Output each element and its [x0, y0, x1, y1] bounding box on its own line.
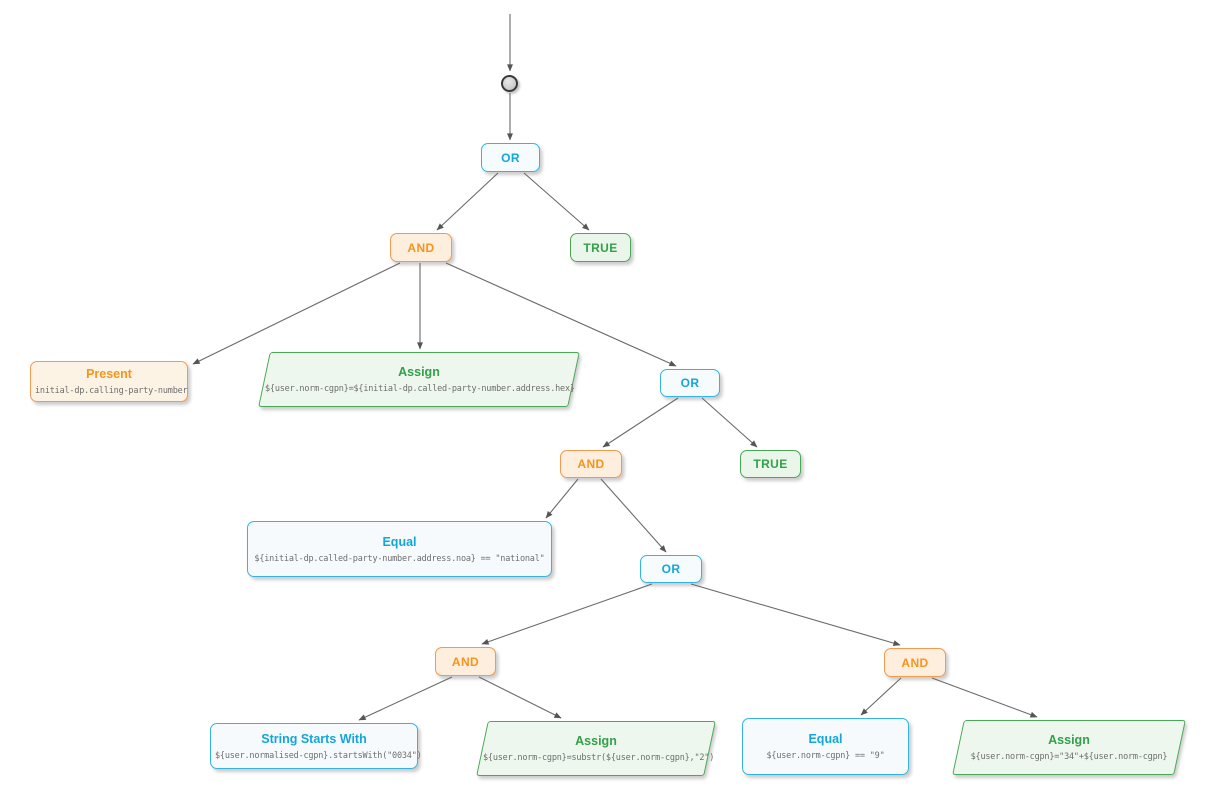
and-operator-node-4[interactable]: AND	[884, 648, 946, 677]
edge-or2-to-and2	[602, 397, 679, 448]
node-label: AND	[407, 240, 435, 255]
or-operator-node-3[interactable]: OR	[640, 555, 702, 583]
edge-and1-to-or2	[445, 262, 677, 367]
edge-or3-to-and4	[690, 583, 901, 647]
node-expression: ${initial-dp.called-party-number.address…	[254, 553, 545, 564]
or-operator-node-1[interactable]: OR	[481, 143, 540, 172]
edge-and1-to-present1	[192, 262, 401, 365]
edge-or2-to-true2	[701, 397, 758, 448]
edge-or3-to-and3	[481, 583, 653, 645]
node-label: OR	[680, 376, 700, 390]
start-node[interactable]	[501, 75, 518, 92]
assign-action-node-3[interactable]: Assign ${user.norm-cgpn}="34"+${user.nor…	[952, 720, 1186, 775]
edge-and2-to-or3	[600, 478, 667, 553]
edge-and3-to-assign2	[478, 676, 562, 719]
edge-or1-to-and1	[436, 172, 499, 231]
true-result-node-1[interactable]: TRUE	[570, 233, 631, 262]
assign-action-node-1[interactable]: Assign ${user.norm-cgpn}=${initial-dp.ca…	[258, 352, 580, 407]
node-expression: ${user.norm-cgpn}=substr(${user.norm-cgp…	[483, 753, 715, 763]
string-starts-with-condition-node[interactable]: String Starts With ${user.normalised-cgp…	[210, 723, 422, 769]
node-label: AND	[901, 655, 929, 670]
node-label: TRUE	[583, 240, 618, 255]
and-operator-node-2[interactable]: AND	[560, 450, 622, 478]
assign-action-node-2[interactable]: Assign ${user.norm-cgpn}=substr(${user.n…	[476, 721, 716, 776]
edge-and2-to-equal1	[545, 478, 579, 519]
or-operator-node-2[interactable]: OR	[660, 369, 720, 397]
node-title: Assign	[575, 734, 617, 748]
node-title: Equal	[808, 732, 843, 746]
node-label: AND	[577, 457, 605, 471]
node-expression: ${user.norm-cgpn} == "9"	[766, 751, 885, 761]
edge-and4-to-equal2	[860, 677, 902, 716]
and-operator-node-3[interactable]: AND	[435, 647, 496, 676]
node-label: OR	[501, 150, 520, 165]
equal-condition-node-2[interactable]: Equal ${user.norm-cgpn} == "9"	[742, 718, 909, 775]
node-title: Present	[86, 367, 132, 381]
node-expression: ${user.norm-cgpn}=${initial-dp.called-pa…	[265, 384, 575, 394]
node-title: Assign	[398, 365, 440, 379]
node-title: Assign	[1048, 733, 1090, 747]
node-label: TRUE	[753, 457, 788, 471]
node-expression: initial-dp.calling-party-number	[35, 386, 188, 396]
present-condition-node[interactable]: Present initial-dp.calling-party-number	[30, 361, 188, 402]
node-label: AND	[451, 654, 480, 669]
node-label: OR	[661, 562, 681, 576]
edge-and4-to-assign3	[931, 677, 1038, 718]
node-title: Equal	[382, 534, 417, 549]
edge-and3-to-starts-with1	[358, 676, 453, 721]
and-operator-node-1[interactable]: AND	[390, 233, 452, 262]
equal-condition-node-1[interactable]: Equal ${initial-dp.called-party-number.a…	[247, 521, 552, 577]
edge-or1-to-true1	[523, 172, 590, 231]
node-expression: ${user.normalised-cgpn}.startsWith("0034…	[215, 750, 422, 761]
node-title: String Starts With	[261, 731, 367, 746]
node-expression: ${user.norm-cgpn}="34"+${user.norm-cgpn}	[970, 752, 1168, 762]
true-result-node-2[interactable]: TRUE	[740, 450, 801, 478]
